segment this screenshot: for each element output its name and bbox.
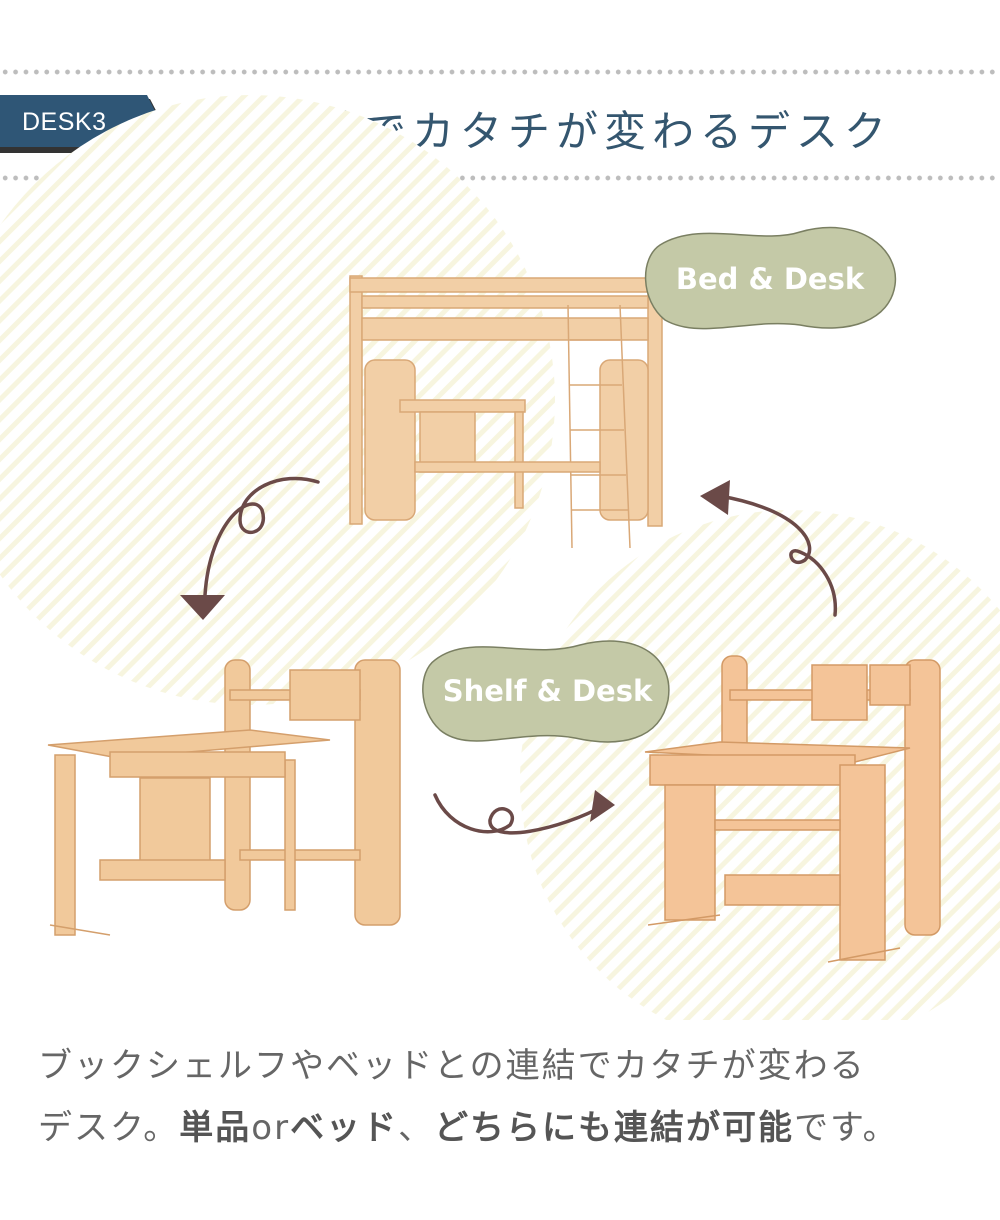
dotted-divider-bottom <box>0 175 1000 181</box>
desc-text: です。 <box>794 1108 899 1148</box>
bed-desk-label: Bed & Desk <box>675 262 865 296</box>
desc-text: デスク。 <box>38 1108 180 1148</box>
description-line-2: デスク。単品orベッド、どちらにも連結が可能です。 <box>38 1100 899 1149</box>
shelf-desk-label: Shelf & Desk <box>442 674 653 708</box>
desc-text: or <box>251 1108 291 1148</box>
arrow-head-icon <box>180 595 225 620</box>
arrow-l-desk-to-straight-desk <box>433 793 607 835</box>
shelf-desk-label-blob <box>422 640 670 743</box>
arrow-bed-to-l-desk <box>203 476 320 597</box>
bed-desk-label-blob <box>644 226 897 330</box>
section-badge-label: DESK3 <box>22 108 107 136</box>
arrow-head-icon <box>700 480 730 515</box>
desc-bold-connectable: どちらにも連結が可能 <box>434 1108 795 1148</box>
desc-text: 、 <box>398 1108 435 1148</box>
cycle-arrows <box>203 476 838 835</box>
arrow-head-icon <box>590 790 615 822</box>
shelf-desk-straight-image <box>644 655 941 963</box>
stripe-circle-left <box>0 95 555 705</box>
desc-bold-standalone: 単品 <box>179 1108 252 1148</box>
shelf-desk-l-image <box>47 659 401 936</box>
arrow-straight-desk-to-bed <box>718 494 838 617</box>
illustration <box>0 95 1000 1020</box>
loft-bed-desk-image <box>349 275 663 549</box>
dotted-divider-top <box>0 69 1000 75</box>
desc-bold-bed: ベッド <box>290 1108 399 1148</box>
description-line-1: ブックシェルフやベッドとの連結でカタチが変わる <box>38 1046 866 1086</box>
